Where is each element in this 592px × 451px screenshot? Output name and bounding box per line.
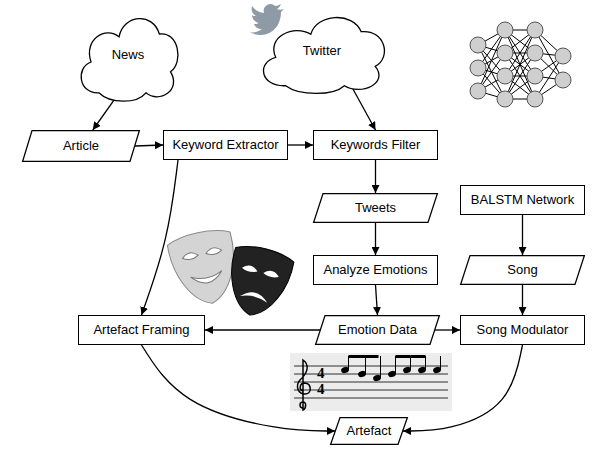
- music-staff: [290, 353, 452, 411]
- node-label: Keywords Filter: [331, 138, 421, 153]
- flow-arrow: [288, 144, 313, 145]
- node-label: Song Modulator: [477, 323, 569, 338]
- data-parallelogram: Article: [22, 130, 140, 162]
- flow-arrow: [93, 96, 117, 130]
- node-label: BALSTM Network: [471, 193, 574, 208]
- flow-arrow: [435, 329, 460, 330]
- data-parallelogram: Emotion Data: [315, 315, 440, 345]
- flow-arrow: [375, 160, 376, 193]
- node-label: Tweets: [355, 201, 396, 216]
- flow-arrow: [375, 223, 376, 255]
- process-box: Song Modulator: [460, 315, 585, 345]
- node-label: Emotion Data: [338, 323, 417, 338]
- source-cloud: News: [72, 6, 184, 104]
- process-box: Analyze Emotions: [313, 255, 438, 285]
- process-box: BALSTM Network: [460, 185, 585, 215]
- node-label: Artefact Framing: [93, 323, 189, 338]
- neural-network-icon: [470, 22, 571, 107]
- process-box: Artefact Framing: [78, 315, 205, 345]
- flow-arrow: [376, 285, 378, 315]
- flow-arrow: [142, 345, 336, 431]
- node-label: Twitter: [303, 44, 341, 59]
- theatre-masks: [166, 226, 296, 322]
- data-parallelogram: Tweets: [313, 193, 438, 223]
- node-label: Song: [507, 263, 537, 278]
- node-label: Keyword Extractor: [172, 138, 278, 153]
- flow-arrow: [522, 285, 523, 315]
- flow-arrow: [403, 345, 523, 431]
- time-signature: 4: [317, 382, 325, 397]
- flow-arrow: [142, 160, 179, 315]
- node-label: News: [112, 48, 145, 63]
- source-cloud: Twitter: [252, 6, 392, 96]
- data-parallelogram: Artefact: [330, 417, 408, 445]
- data-parallelogram: Song: [460, 255, 585, 285]
- flow-arrow: [522, 215, 523, 255]
- process-box: Keyword Extractor: [163, 130, 288, 160]
- node-label: Artefact: [347, 424, 392, 439]
- twitter-bird: [250, 4, 284, 35]
- process-box: Keywords Filter: [313, 130, 438, 160]
- flow-arrow: [353, 89, 376, 130]
- node-label: Article: [63, 139, 99, 154]
- time-signature: 4: [317, 366, 325, 381]
- node-label: Analyze Emotions: [323, 263, 427, 278]
- flow-arrow: [135, 145, 163, 146]
- flow-arrow: [205, 329, 320, 330]
